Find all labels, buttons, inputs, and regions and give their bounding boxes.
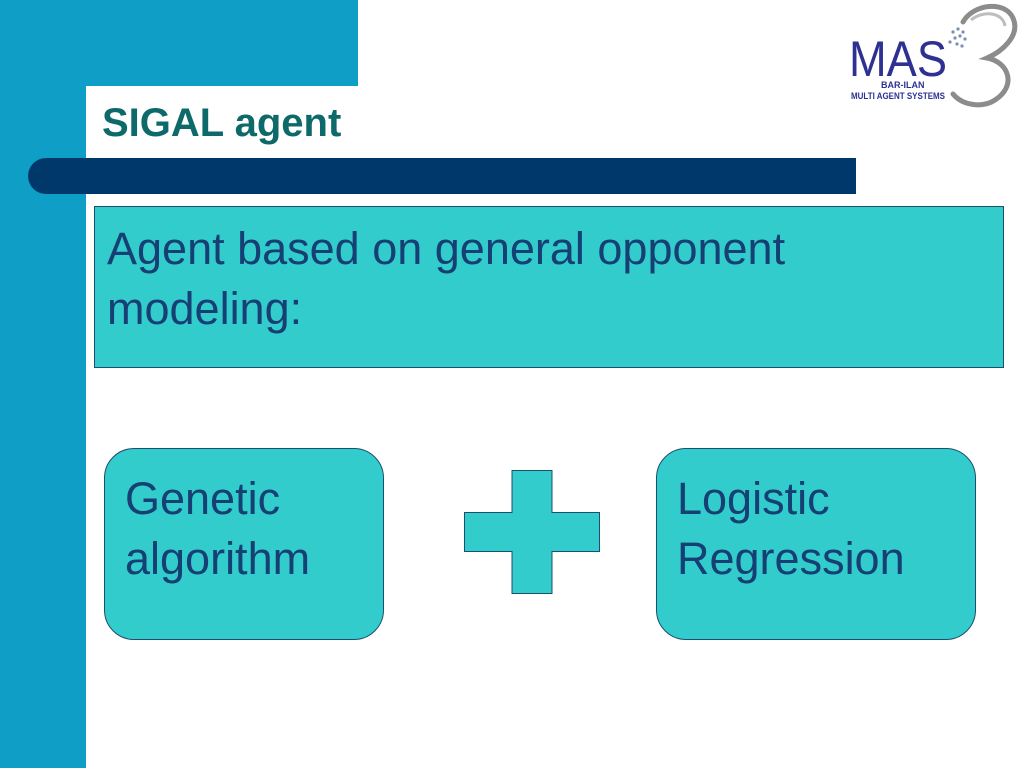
logistic-regression-box: Logistic Regression [656, 448, 976, 640]
title-divider-bar [28, 158, 856, 194]
logo-wordmark: MAS [849, 31, 947, 87]
concept-label-line-2: Regression [677, 533, 905, 584]
concept-label-line-1: Genetic [125, 473, 281, 524]
statement-line-2: modeling: [107, 283, 303, 334]
concept-label-line-1: Logistic [677, 473, 830, 524]
left-accent-bar [0, 0, 86, 768]
top-accent-block [0, 0, 358, 86]
logo-subtitle-line1: BAR-ILAN [881, 80, 925, 90]
statement-line-1: Agent based on general opponent [107, 223, 786, 274]
genetic-algorithm-box: Genetic algorithm [104, 448, 384, 640]
concept-label-line-2: algorithm [125, 533, 311, 584]
statement-box: Agent based on general opponent modeling… [94, 206, 1004, 368]
logo-subtitle-line2: MULTI AGENT SYSTEMS [851, 91, 945, 101]
mas-logo-icon: MAS BAR-ILAN MULTI AGENT SYSTEMS [849, 3, 1018, 108]
plus-icon [464, 470, 600, 594]
slide-title: SIGAL agent [102, 101, 342, 145]
